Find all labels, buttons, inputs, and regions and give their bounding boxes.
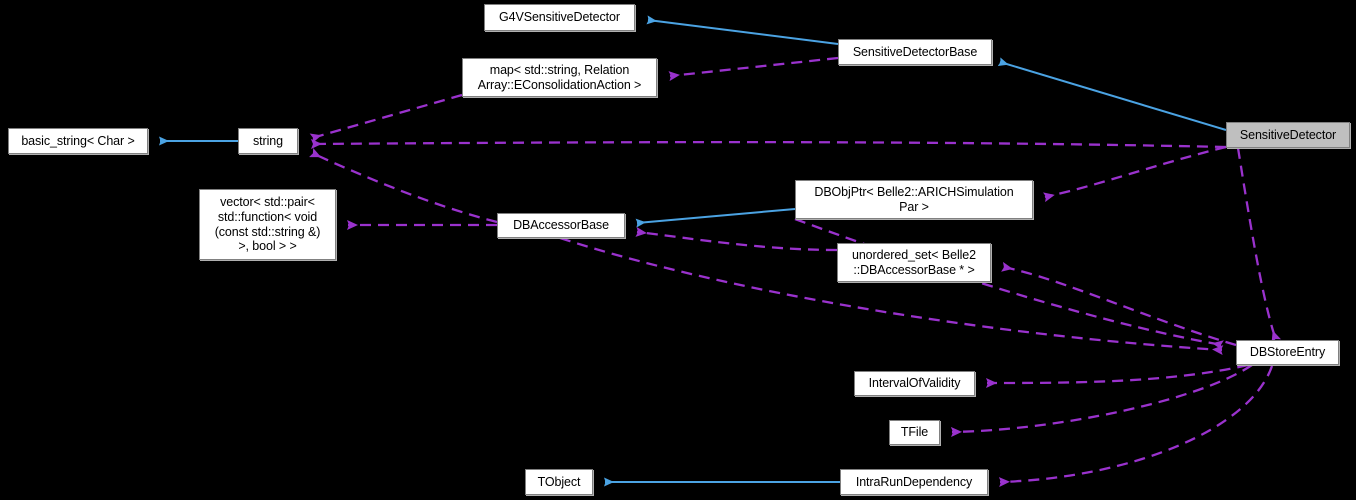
edge-unorderedset-to-dbaccessorbase bbox=[635, 226, 838, 252]
class-node-tobject[interactable]: TObject bbox=[525, 469, 593, 495]
class-node-sensitivedetectorbase[interactable]: SensitiveDetectorBase bbox=[838, 39, 992, 65]
class-node-basicstring[interactable]: basic_string< Char > bbox=[8, 128, 148, 154]
edge-dbaccessorbase-to-dbstoreentry bbox=[559, 236, 1224, 356]
class-node-vectorpair[interactable]: vector< std::pair< std::function< void (… bbox=[199, 189, 336, 260]
edge-maprelation-to-string bbox=[309, 93, 463, 144]
edge-sensitivedetector-to-string bbox=[310, 139, 1227, 150]
class-node-maprelation[interactable]: map< std::string, Relation Array::EConso… bbox=[462, 58, 657, 97]
class-node-dbobjptr[interactable]: DBObjPtr< Belle2::ARICHSimulation Par > bbox=[795, 180, 1033, 219]
edge-sensitivedetectorbase-to-g4vsensitivedetector bbox=[646, 15, 839, 45]
edge-sensitivedetectorbase-to-maprelation bbox=[668, 56, 839, 82]
edge-dbstoreentry-to-intervalofvalidity bbox=[985, 363, 1249, 389]
edge-dbobjptr-to-dbaccessorbase bbox=[635, 208, 796, 228]
edge-sensitivedetector-to-sensitivedetectorbase bbox=[997, 57, 1227, 131]
class-node-dbstoreentry[interactable]: DBStoreEntry bbox=[1236, 340, 1339, 365]
class-node-dbaccessorbase[interactable]: DBAccessorBase bbox=[497, 213, 625, 238]
edge-dbstoreentry-to-tfile bbox=[950, 364, 1253, 438]
edge-sensitivedetector-to-dbobjptr bbox=[1042, 145, 1227, 203]
edge-dbaccessorbase-to-string bbox=[309, 148, 498, 224]
class-node-intervalofvalidity[interactable]: IntervalOfValidity bbox=[854, 371, 975, 396]
class-node-tfile[interactable]: TFile bbox=[889, 420, 940, 445]
edge-dbstoreentry-to-intrarundependency bbox=[998, 365, 1274, 488]
edge-dbstoreentry-to-unorderedset bbox=[1001, 261, 1237, 347]
class-node-intrarundependency[interactable]: IntraRunDependency bbox=[840, 469, 988, 495]
class-node-g4vsensitivedetector[interactable]: G4VSensitiveDetector bbox=[484, 4, 635, 31]
class-node-sensitivedetector[interactable]: SensitiveDetector bbox=[1226, 122, 1350, 148]
edge-dbobjptr-to-dbstoreentry bbox=[794, 217, 1224, 351]
edge-sensitivedetector-to-dbstoreentry bbox=[1236, 147, 1282, 343]
class-node-string[interactable]: string bbox=[238, 128, 298, 154]
class-node-unorderedset[interactable]: unordered_set< Belle2 ::DBAccessorBase *… bbox=[837, 243, 991, 282]
